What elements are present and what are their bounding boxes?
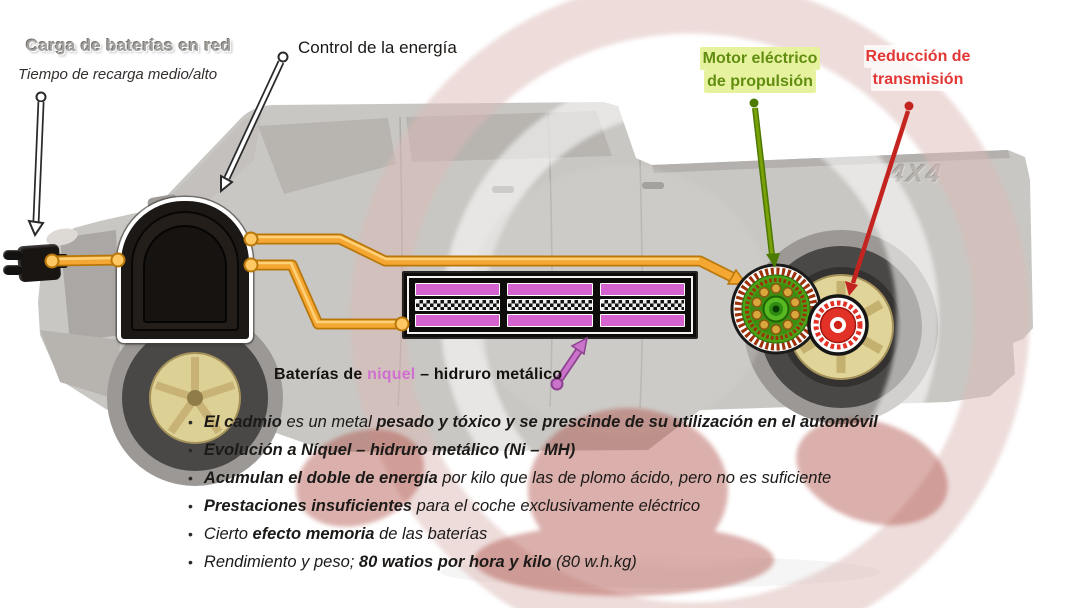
door-handle (642, 182, 664, 189)
bullet-text: Cierto efecto memoria de las baterías (203, 525, 488, 543)
battery-cell-checker (599, 298, 685, 312)
charger-unit (117, 197, 253, 343)
battery-cell-checker (507, 298, 593, 312)
battery-cell-checker (415, 298, 501, 312)
wire-charger-to-battery (245, 259, 406, 330)
battery-pack (402, 271, 698, 339)
battery-label-prefix: Baterías de (274, 366, 368, 383)
motor-gear (730, 263, 822, 355)
wire-charger-to-motor (245, 233, 748, 285)
battery-cell-pink (507, 314, 593, 328)
wire-terminal (44, 253, 60, 269)
bullet-item: • Cierto efecto memoria de las baterías (188, 524, 978, 545)
reduction-label: Reducción de transmisión (858, 45, 978, 91)
battery-cell-column (415, 283, 501, 328)
battery-cell-column (507, 283, 593, 328)
charging-arrow (27, 91, 47, 238)
bullet-text: Prestaciones insuficientes para el coche… (203, 497, 701, 515)
bullet-text: Evolución a Níquel – hidruro metálico (N… (203, 441, 576, 459)
bullet-text: El cadmio es un metal pesado y tóxico y … (203, 413, 878, 431)
motor-label-line2: de propulsión (704, 70, 816, 93)
plug-prong (3, 265, 23, 275)
battery-label-suffix: – hidruro metálico (415, 366, 563, 383)
bullet-item: • Evolución a Níquel – hidruro metálico (… (188, 440, 978, 461)
control-arrow (220, 51, 289, 194)
reduction-arrow (845, 101, 914, 296)
bullet-marker: • (188, 442, 193, 458)
bullet-marker: • (188, 554, 193, 570)
plug-cable (46, 254, 124, 267)
battery-cell-pink (415, 283, 501, 296)
bullet-item: • El cadmio es un metal pesado y tóxico y… (188, 412, 978, 433)
front-bumper (40, 330, 120, 400)
bullet-item: • Prestaciones insuficientes para el coch… (188, 496, 978, 517)
headlight (46, 228, 78, 246)
charging-label: Carga de baterías en red (26, 36, 232, 55)
bullet-marker: • (188, 414, 193, 430)
bullet-marker: • (188, 498, 193, 514)
bullet-marker: • (188, 526, 193, 542)
bullet-text: Rendimiento y peso; 80 watios por hora y… (203, 553, 637, 571)
bullet-marker: • (188, 470, 193, 486)
wire-terminal (243, 257, 259, 273)
motor-label: Motor eléctrico de propulsión (698, 47, 822, 93)
battery-cell-column (599, 283, 685, 328)
battery-frame (407, 276, 693, 334)
reduction-label-line2: transmisión (870, 68, 966, 91)
charging-sublabel: Tiempo de recarga medio/alto (18, 66, 218, 83)
charger-inner-core (143, 225, 227, 323)
battery-cell-pink (599, 283, 685, 296)
motor-bearings (751, 283, 801, 335)
side-window-front (258, 118, 396, 194)
battery-cell-pink (507, 283, 593, 296)
battery-label: Baterías de niquel – hidruro metálico (274, 366, 562, 384)
bullet-text: Acumulan el doble de energía por kilo qu… (203, 469, 832, 487)
windshield-window (160, 112, 262, 212)
reduction-label-line1: Reducción de (863, 45, 973, 68)
wire-terminal (394, 316, 410, 332)
motor-arrow (749, 98, 780, 268)
bullet-item: • Acumulan el doble de energía por kilo q… (188, 468, 978, 489)
bullet-item: • Rendimiento y peso; 80 watios por hora … (188, 552, 978, 573)
plug-prong (3, 250, 23, 260)
battery-cell-pink (415, 314, 501, 328)
wire-terminals (44, 231, 410, 332)
control-label: Control de la energía (298, 38, 457, 57)
front-wheel (122, 325, 268, 471)
battery-cell-pink (599, 314, 685, 328)
wire-terminal (243, 231, 259, 247)
battery-arrow (550, 336, 589, 391)
wire-terminal (110, 252, 126, 268)
reduction-gear (807, 294, 869, 356)
bullet-list: • El cadmio es un metal pesado y tóxico y… (188, 412, 978, 580)
motor-label-line1: Motor eléctrico (699, 47, 821, 70)
battery-label-nickel: niquel (367, 366, 416, 383)
